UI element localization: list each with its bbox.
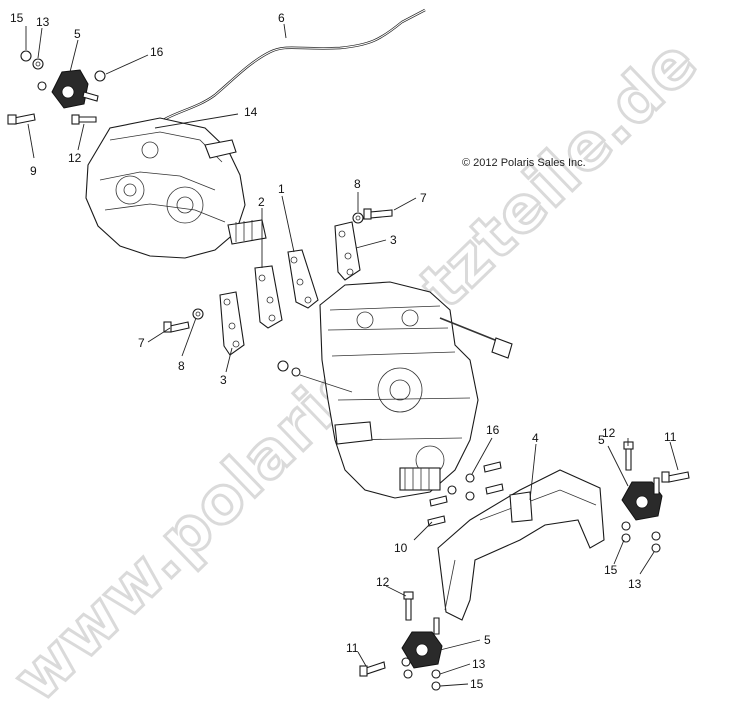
callout-3-lower: 3 <box>220 373 227 387</box>
bolt-part-12-upper <box>71 114 97 125</box>
callout-6: 6 <box>278 11 285 25</box>
washer-part-15-right <box>621 521 631 543</box>
bracket-part-3-upper <box>334 221 361 281</box>
callout-11-lower: 11 <box>346 641 359 655</box>
bolt-part-7-right <box>363 208 393 220</box>
bolt-part-12-right <box>623 441 634 471</box>
callout-4: 4 <box>532 431 539 445</box>
bolt-vertical-right <box>653 477 660 495</box>
engine-mount-part-5-lower <box>401 631 443 669</box>
nut-lower-a <box>401 657 413 679</box>
bracket-part-1 <box>287 249 319 309</box>
callout-5-right: 5 <box>598 433 605 447</box>
bolt-vertical-lower <box>433 617 440 635</box>
washer-part-8-left <box>192 308 204 320</box>
callout-labels: 15 13 5 16 6 14 9 12 1 2 8 7 3 7 8 3 16 … <box>10 11 677 691</box>
callout-16-lower: 16 <box>486 423 500 437</box>
callout-13-right: 13 <box>628 577 642 591</box>
callout-5-lower: 5 <box>484 633 491 647</box>
callout-8-left: 8 <box>178 359 185 373</box>
callout-5-upper: 5 <box>74 27 81 41</box>
bolt-part-10-a <box>429 495 448 507</box>
callout-8-right: 8 <box>354 177 361 191</box>
callout-13-upper: 13 <box>36 15 50 29</box>
bolt-part-11-right <box>661 471 690 483</box>
bolt-small-upper <box>82 91 99 102</box>
callout-1: 1 <box>278 182 285 196</box>
engine-assembly <box>319 281 479 499</box>
bolt-part-9 <box>7 113 36 125</box>
engine-mount-part-5-upper <box>51 69 89 109</box>
callout-14: 14 <box>244 105 258 119</box>
bolt-part-16-lower-b <box>485 483 504 495</box>
bolt-part-16-lower-a <box>483 461 502 473</box>
callout-12-right: 12 <box>602 426 616 440</box>
bolt-part-7-left <box>163 321 190 333</box>
bracket-part-2 <box>254 265 283 329</box>
callout-15-right: 15 <box>604 563 618 577</box>
washer-part-8-right <box>352 212 364 224</box>
bracket-part-3-lower <box>219 291 245 356</box>
bolt-part-11-lower <box>359 661 386 677</box>
nut-small-upper <box>37 81 47 91</box>
callout-15-upper: 15 <box>10 11 24 25</box>
nut-part-16-lower <box>447 473 475 501</box>
copyright-notice: © 2012 Polaris Sales Inc. <box>462 157 586 169</box>
callout-3-upper: 3 <box>390 233 397 247</box>
callout-2: 2 <box>258 195 265 209</box>
nut-part-15-upper <box>20 50 32 62</box>
bolt-part-12-lower <box>403 591 414 621</box>
engine-mount-part-5-right <box>621 481 663 521</box>
callout-11-right: 11 <box>664 430 677 444</box>
callout-16-upper: 16 <box>150 45 164 59</box>
transmission-assembly <box>85 117 267 259</box>
callout-9: 9 <box>30 164 37 178</box>
washer-part-15-lower <box>431 681 441 691</box>
mount-bracket-part-4 <box>437 469 605 621</box>
washer-part-13-lower <box>431 669 441 679</box>
callout-13-lower: 13 <box>472 657 486 671</box>
washer-part-13-upper <box>32 58 44 70</box>
callout-10: 10 <box>394 541 408 555</box>
cable-part-6 <box>151 8 426 129</box>
callout-12-upper: 12 <box>68 151 82 165</box>
washer-part-13-right <box>651 531 661 553</box>
bolt-part-10-b <box>427 515 446 527</box>
callout-7-left: 7 <box>138 336 145 350</box>
callout-7-right: 7 <box>420 191 427 205</box>
callout-12-lower: 12 <box>376 575 390 589</box>
callout-15-lower: 15 <box>470 677 484 691</box>
leader-lines <box>25 23 679 687</box>
bolt-part-16-upper <box>94 70 106 82</box>
engine-harness <box>277 317 513 393</box>
